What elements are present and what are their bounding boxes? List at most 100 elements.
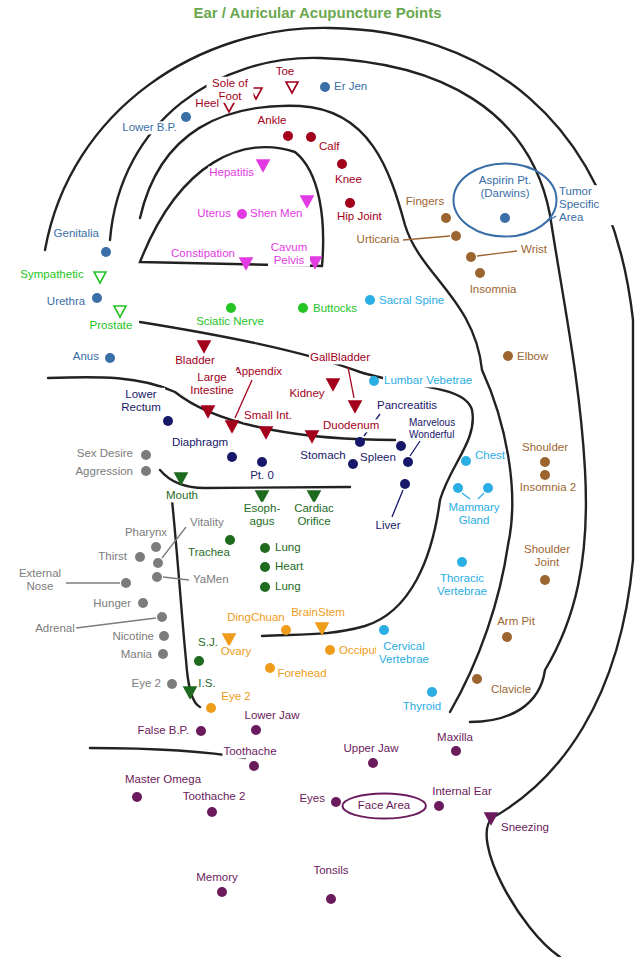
helix-crus-lower-line (160, 470, 350, 488)
leader-line (392, 490, 403, 517)
leader-line (478, 493, 484, 499)
point-triangle (308, 491, 320, 502)
point-dot (237, 209, 247, 219)
point-label: Bladder (174, 354, 216, 367)
leader-line (66, 582, 120, 583)
point-triangle (184, 687, 196, 698)
point-dot-shape (540, 470, 550, 480)
point-dot (540, 457, 550, 467)
point-dot-shape (365, 295, 375, 305)
point-dot (325, 645, 335, 655)
point-dot (441, 213, 451, 223)
point-dot-shape (167, 679, 177, 689)
point-label: Small Int. (243, 409, 293, 422)
point-dot-shape (101, 247, 111, 257)
point-label: Urethra (46, 295, 86, 308)
point-label: Appendix (233, 365, 283, 378)
helix-inner-outline (110, 58, 586, 722)
area-label: Face Area (358, 799, 410, 812)
point-dot-shape (298, 303, 308, 313)
point-label: Eye 2 (131, 677, 162, 690)
point-dot-shape (453, 483, 463, 493)
point-label: Hunger (92, 597, 132, 610)
point-dot (348, 459, 358, 469)
point-triangle (240, 258, 252, 269)
point-triangle (316, 623, 328, 634)
point-label: Nicotine (111, 630, 155, 643)
point-dot-shape (427, 687, 437, 697)
point-dot (451, 231, 461, 241)
point-dot (475, 268, 485, 278)
point-label: YaMen (192, 573, 230, 586)
point-dot (167, 679, 177, 689)
point-label: Lower Rectum (117, 388, 165, 414)
point-triangle (114, 306, 126, 317)
point-label: I.S. (197, 677, 216, 690)
point-label: Pt. 0 (249, 469, 275, 482)
leader-line (410, 441, 420, 456)
point-dot-shape (181, 112, 191, 122)
antihelix-outline (140, 106, 512, 712)
point-dot-shape (434, 801, 444, 811)
point-dot (151, 542, 161, 552)
point-triangle-shape (306, 431, 318, 442)
point-dot (461, 456, 471, 466)
point-dot (365, 295, 375, 305)
point-label: Lower Jaw (244, 709, 301, 722)
point-label: Memory (195, 871, 239, 884)
point-dot-shape (153, 558, 163, 568)
point-dot-shape (472, 674, 482, 684)
point-triangle-shape (257, 160, 269, 171)
point-dot (400, 479, 410, 489)
point-dot-shape (135, 552, 145, 562)
point-dot (369, 376, 379, 386)
point-dot (194, 656, 204, 666)
point-triangle-shape (327, 379, 339, 390)
point-dot (163, 416, 173, 426)
point-label: Lower B.P. (121, 121, 178, 134)
point-label: Liver (375, 519, 402, 532)
leader-line (76, 618, 156, 628)
point-dot (159, 631, 169, 641)
point-dot-shape (540, 457, 550, 467)
point-dot (260, 562, 270, 572)
point-label: Trachea (187, 546, 231, 559)
point-dot (251, 725, 261, 735)
point-dot (281, 625, 291, 635)
point-label: Esoph- agus (241, 502, 283, 528)
point-dot (225, 535, 235, 545)
point-triangle-shape (301, 196, 313, 207)
point-label: Chest (474, 449, 506, 462)
area-label: Aspirin Pt. (Darwins) (469, 174, 541, 200)
point-label: Wrist (520, 243, 548, 256)
point-dot-shape (396, 441, 406, 451)
point-dot-shape (345, 198, 355, 208)
point-dot (217, 887, 227, 897)
point-triangle (94, 272, 106, 283)
point-dot-shape (457, 557, 467, 567)
point-dot-shape (157, 612, 167, 622)
point-dot (427, 687, 437, 697)
point-label: Internal Ear (431, 785, 492, 798)
point-dot (326, 894, 336, 904)
point-label: Elbow (516, 350, 549, 363)
point-label: DingChuan (226, 611, 286, 624)
point-dot-shape (206, 703, 216, 713)
point-dot-shape (451, 746, 461, 756)
point-label: Insomnia 2 (519, 481, 577, 494)
point-triangle (260, 427, 272, 438)
leader-line (403, 236, 450, 240)
point-label: Cavum Pelvis (268, 241, 310, 267)
point-label: Fingers (405, 195, 445, 208)
point-dot-shape (502, 632, 512, 642)
point-label: Occiput (338, 644, 379, 657)
point-dot (257, 457, 267, 467)
point-label: External Nose (15, 567, 65, 593)
point-dot (141, 450, 151, 460)
point-dot (483, 483, 493, 493)
point-label: Spleen (359, 451, 397, 464)
point-dot (105, 353, 115, 363)
point-label: Thoracic Vertebrae (433, 572, 491, 598)
point-dot-shape (225, 535, 235, 545)
